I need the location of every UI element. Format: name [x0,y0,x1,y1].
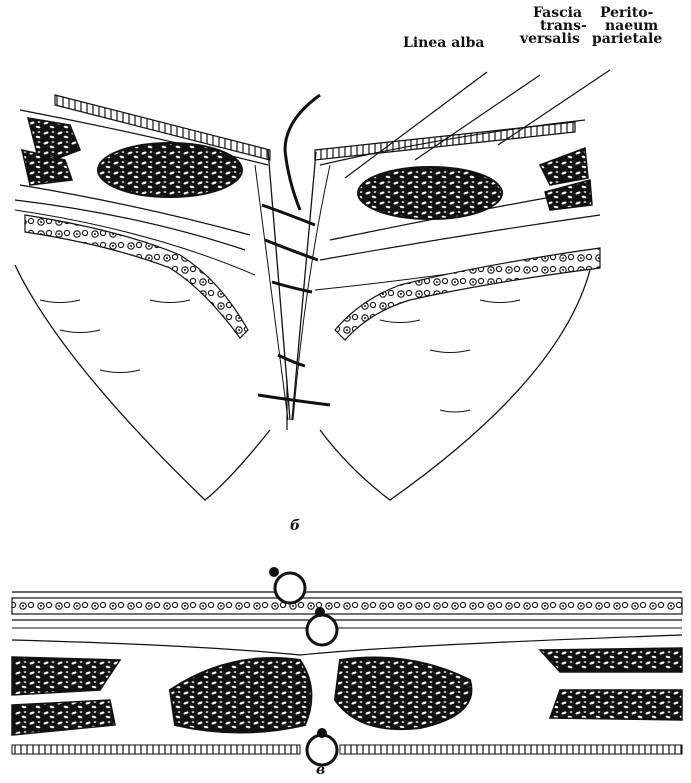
linea-alba-label: Linea alba [403,36,484,50]
fascia-label-line3: versalis [520,32,580,46]
bottom-figure [12,567,682,765]
peritoneum-label-line3: parietale [592,32,662,46]
top-figure [15,70,610,500]
bottom-figure-caption: в [316,762,325,778]
top-figure-caption: б [290,518,300,534]
